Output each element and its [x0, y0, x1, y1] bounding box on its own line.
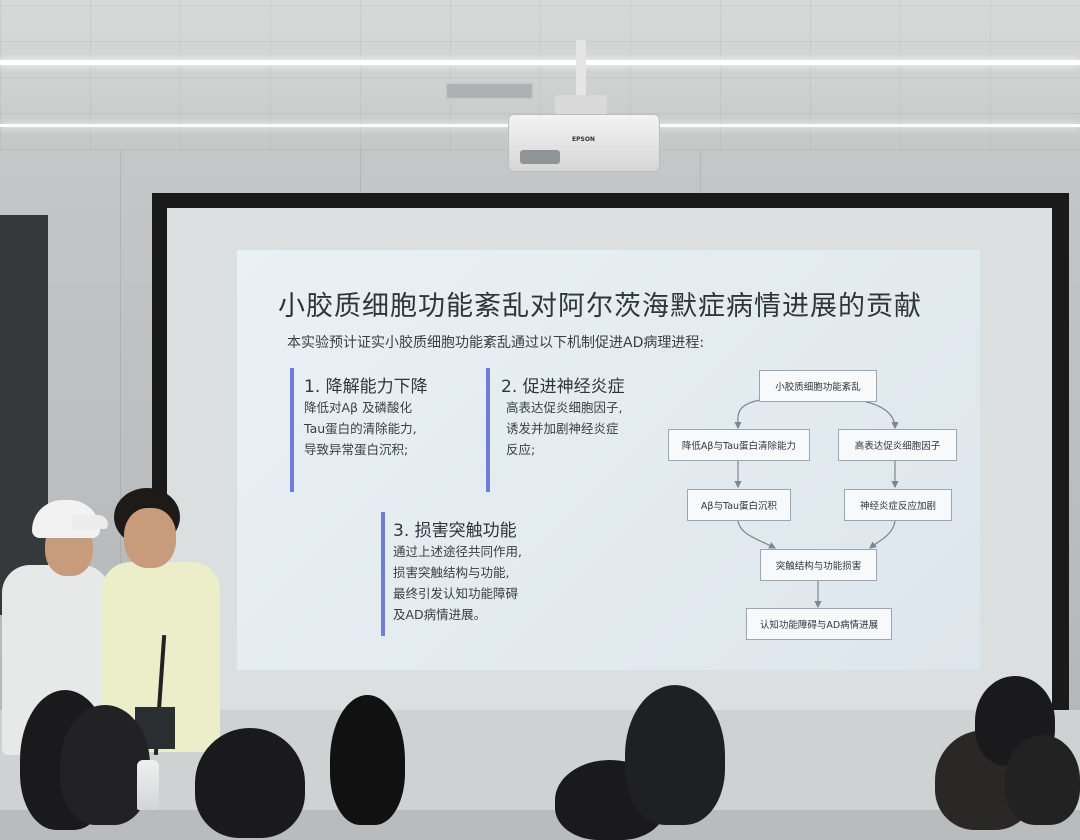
projector-mount	[576, 40, 586, 110]
point-1-line: 降低对Aβ 及磷酸化	[304, 400, 413, 415]
projector-bracket	[555, 95, 607, 115]
point-3-title: 3. 损害突触功能	[393, 521, 517, 541]
ceiling-vent	[445, 82, 534, 100]
flowchart-node-right-1: 高表达促炎细胞因子	[838, 429, 957, 461]
flowchart-connectors	[734, 399, 899, 609]
flowchart-node-right-2: 神经炎症反应加剧	[844, 489, 952, 521]
audience-head	[195, 728, 305, 838]
flowchart-node-left-1: 降低Aβ与Tau蛋白清除能力	[668, 429, 810, 461]
point-2-line: 反应;	[506, 442, 536, 457]
audience-head	[60, 705, 150, 825]
point-3-line: 损害突触结构与功能,	[393, 565, 510, 580]
point-2-line: 高表达促炎细胞因子,	[506, 400, 623, 415]
slide-title: 小胶质细胞功能紊乱对阿尔茨海默症病情进展的贡献	[278, 291, 922, 322]
point-2-line: 诱发并加剧神经炎症	[506, 421, 619, 436]
point-3-accent-bar	[381, 512, 385, 636]
projector-lens	[520, 150, 560, 164]
point-3-line: 最终引发认知功能障碍	[393, 586, 519, 601]
audience-head	[330, 695, 405, 825]
point-3-line: 及AD病情进展。	[393, 607, 487, 622]
flowchart-node-bottom: 认知功能障碍与AD病情进展	[746, 608, 892, 640]
point-2-title: 2. 促进神经炎症	[501, 377, 625, 397]
flowchart-node-top: 小胶质细胞功能紊乱	[759, 370, 877, 402]
slide-subtitle: 本实验预计证实小胶质细胞功能紊乱通过以下机制促进AD病理进程:	[287, 335, 705, 351]
audience-head	[1005, 735, 1080, 825]
point-1-title: 1. 降解能力下降	[304, 377, 428, 397]
point-1-line: 导致异常蛋白沉积;	[304, 442, 409, 457]
wall-panel-seam	[120, 150, 121, 710]
dark-door	[0, 215, 48, 615]
flowchart-node-left-2: Aβ与Tau蛋白沉积	[687, 489, 791, 521]
presenter-left-cap-brim	[72, 515, 108, 529]
point-2-body: 高表达促炎细胞因子, 诱发并加剧神经炎症 反应;	[506, 397, 622, 460]
ceiling-light-strip	[0, 60, 1080, 65]
presenter-right-face	[124, 508, 176, 568]
audience-head	[625, 685, 725, 825]
point-3-line: 通过上述途径共同作用,	[393, 544, 522, 559]
point-3-body: 通过上述途径共同作用, 损害突触结构与功能, 最终引发认知功能障碍 及AD病情进…	[393, 541, 522, 625]
point-1-accent-bar	[290, 368, 294, 492]
water-bottle	[137, 760, 159, 810]
flowchart-node-merge: 突触结构与功能损害	[760, 549, 877, 581]
point-1-line: Tau蛋白的清除能力,	[304, 421, 417, 436]
projector-brand-label: EPSON	[572, 136, 595, 143]
point-2-accent-bar	[486, 368, 490, 492]
point-1-body: 降低对Aβ 及磷酸化 Tau蛋白的清除能力, 导致异常蛋白沉积;	[304, 397, 417, 460]
